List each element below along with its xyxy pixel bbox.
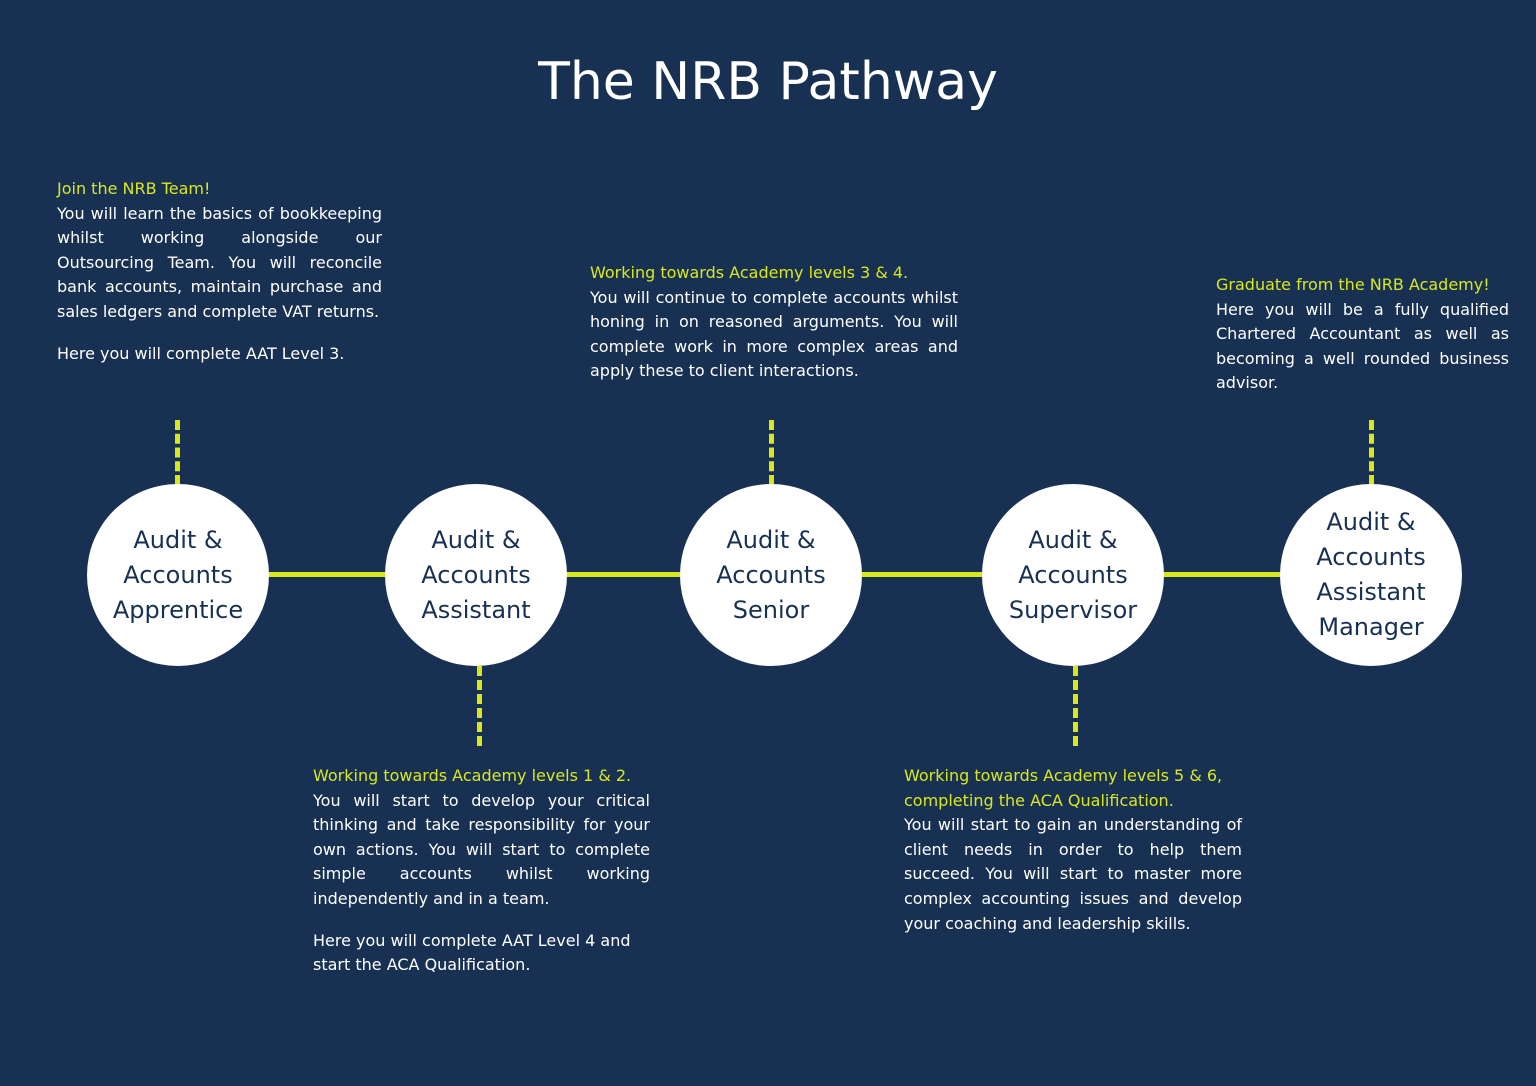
stage-note: Here you will complete AAT Level 4 and s… — [313, 930, 631, 975]
stage-assistant-description: Working towards Academy levels 1 & 2. Yo… — [313, 764, 650, 978]
stage-body: You will start to gain an understanding … — [904, 815, 1242, 933]
node-label: Audit & Accounts Senior — [716, 525, 826, 624]
stage-apprentice-description: Join the NRB Team! You will learn the ba… — [57, 177, 382, 366]
stage-senior-description: Working towards Academy levels 3 & 4. Yo… — [590, 261, 958, 384]
connector-dash-apprentice — [175, 420, 180, 485]
stage-body: You will start to develop your critical … — [313, 790, 650, 908]
node-assistant: Audit & Accounts Assistant — [385, 484, 567, 666]
stage-body: Here you will be a fully qualified Chart… — [1216, 299, 1509, 393]
node-label: Audit & Accounts Assistant Manager — [1316, 508, 1426, 641]
stage-supervisor-description: Working towards Academy levels 5 & 6, co… — [904, 764, 1242, 936]
connector-dash-assistant-manager — [1369, 420, 1374, 485]
node-label: Audit & Accounts Apprentice — [112, 525, 244, 624]
page-title: The NRB Pathway — [538, 52, 998, 112]
node-supervisor: Audit & Accounts Supervisor — [982, 484, 1164, 666]
node-label: Audit & Accounts Supervisor — [1008, 525, 1138, 624]
stage-heading: Working towards Academy levels 5 & 6, co… — [904, 766, 1223, 810]
stage-note: Here you will complete AAT Level 3. — [57, 343, 345, 363]
stage-heading: Working towards Academy levels 1 & 2. — [313, 766, 632, 785]
stage-body: You will learn the basics of bookkeeping… — [57, 203, 382, 321]
stage-body: You will continue to complete accounts w… — [590, 287, 958, 381]
connector-dash-assistant — [477, 666, 482, 746]
node-label: Audit & Accounts Assistant — [421, 525, 531, 624]
stage-heading: Working towards Academy levels 3 & 4. — [590, 263, 909, 282]
stage-assistant-manager-description: Graduate from the NRB Academy! Here you … — [1216, 273, 1509, 396]
node-assistant-manager: Audit & Accounts Assistant Manager — [1280, 484, 1462, 666]
stage-heading: Join the NRB Team! — [57, 179, 211, 198]
connector-dash-senior — [769, 420, 774, 485]
connector-dash-supervisor — [1073, 666, 1078, 746]
stage-heading: Graduate from the NRB Academy! — [1216, 275, 1490, 294]
node-senior: Audit & Accounts Senior — [680, 484, 862, 666]
node-apprentice: Audit & Accounts Apprentice — [87, 484, 269, 666]
